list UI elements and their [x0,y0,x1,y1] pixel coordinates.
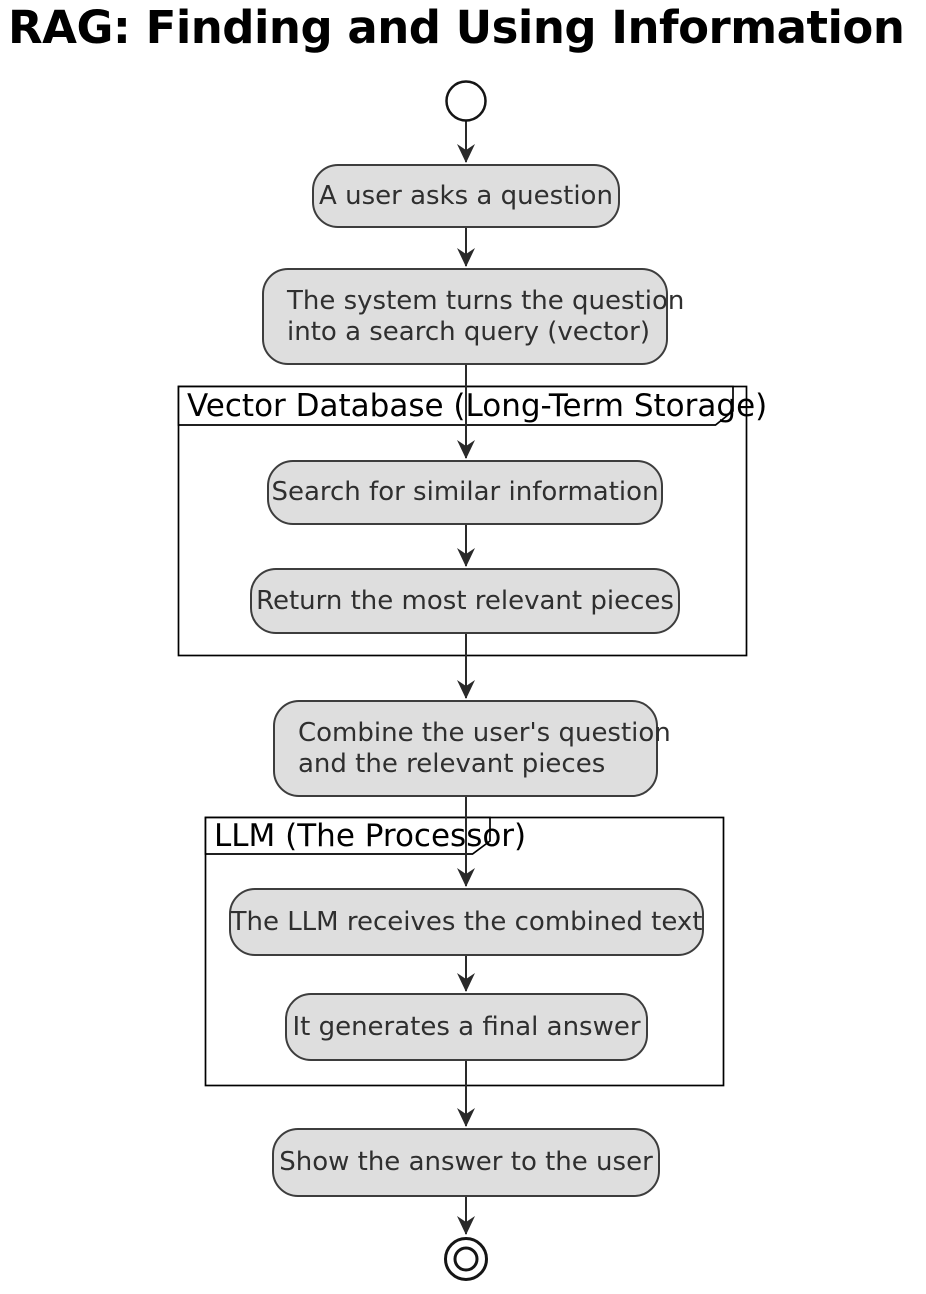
activity-return-pieces-label: Return the most relevant pieces [256,585,674,616]
activity-show-label: Show the answer to the user [279,1147,653,1177]
activity-receive-label: The LLM receives the combined text [230,906,703,937]
partition-vector-db-title: Vector Database (Long-Term Storage) [187,388,767,424]
activity-return-pieces: Return the most relevant pieces [250,568,680,634]
activity-combine: Combine the user's question and the rele… [273,700,671,797]
activity-combine-line-2: and the relevant pieces [298,748,606,779]
activity-ask: A user asks a question [312,164,620,228]
activity-search-label: Search for similar information [271,477,659,507]
partition-llm-tab [204,816,491,855]
end-node-inner-circle [453,1246,479,1272]
activity-receive: The LLM receives the combined text [229,888,704,956]
partition-llm-title: LLM (The Processor) [214,818,526,854]
activity-combine-line-1: Combine the user's question [298,717,671,748]
activity-vectorize: The system turns the question into a sea… [262,268,684,365]
activity-vectorize-line-1: The system turns the question [287,285,685,316]
activity-show: Show the answer to the user [272,1128,660,1197]
activity-generate: It generates a final answer [285,993,648,1061]
partition-vector-db-tab [177,385,734,426]
activity-generate-label: It generates a final answer [292,1011,641,1042]
activity-search: Search for similar information [267,460,663,525]
start-node [445,80,487,122]
diagram-title: RAG: Finding and Using Information [8,1,905,54]
end-node [444,1237,488,1281]
activity-ask-label: A user asks a question [319,180,613,211]
activity-vectorize-line-2: into a search query (vector) [287,316,650,347]
